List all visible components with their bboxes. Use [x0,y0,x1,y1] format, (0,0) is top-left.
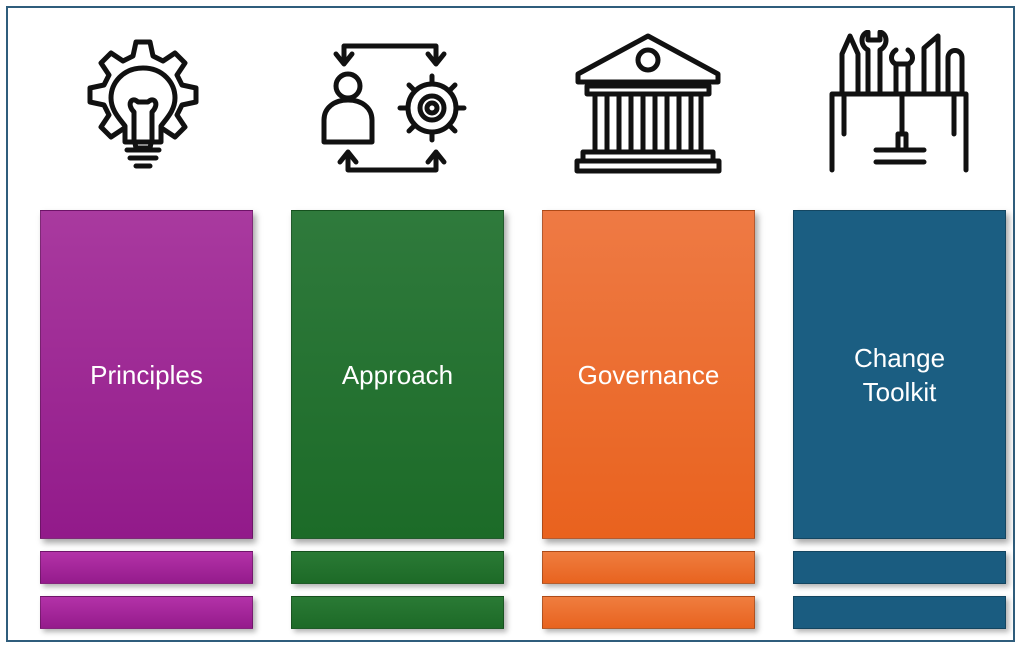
pillar-label: Approach [341,359,454,390]
foundation-bar [40,551,253,584]
foundation-bar [291,596,504,629]
pillar-label: Principles [90,359,203,390]
lightbulb-gear-icon [68,30,218,180]
foundation-bar [542,551,755,584]
pillar-approach: Approach [291,210,504,539]
pillar-label: Governance [577,359,720,390]
foundation-bar [542,596,755,629]
pillar-principles: Principles [40,210,253,539]
foundation-bar [793,596,1006,629]
pillar-governance: Governance [542,210,755,539]
foundation-bar [40,596,253,629]
foundation-bar [291,551,504,584]
toolkit-icon [824,29,974,180]
foundation-bar [793,551,1006,584]
person-gear-cycle-icon [320,30,470,180]
institution-building-icon [573,30,723,180]
pillar-change-toolkit: Change Toolkit [793,210,1006,539]
pillar-label: Change Toolkit [853,342,946,407]
